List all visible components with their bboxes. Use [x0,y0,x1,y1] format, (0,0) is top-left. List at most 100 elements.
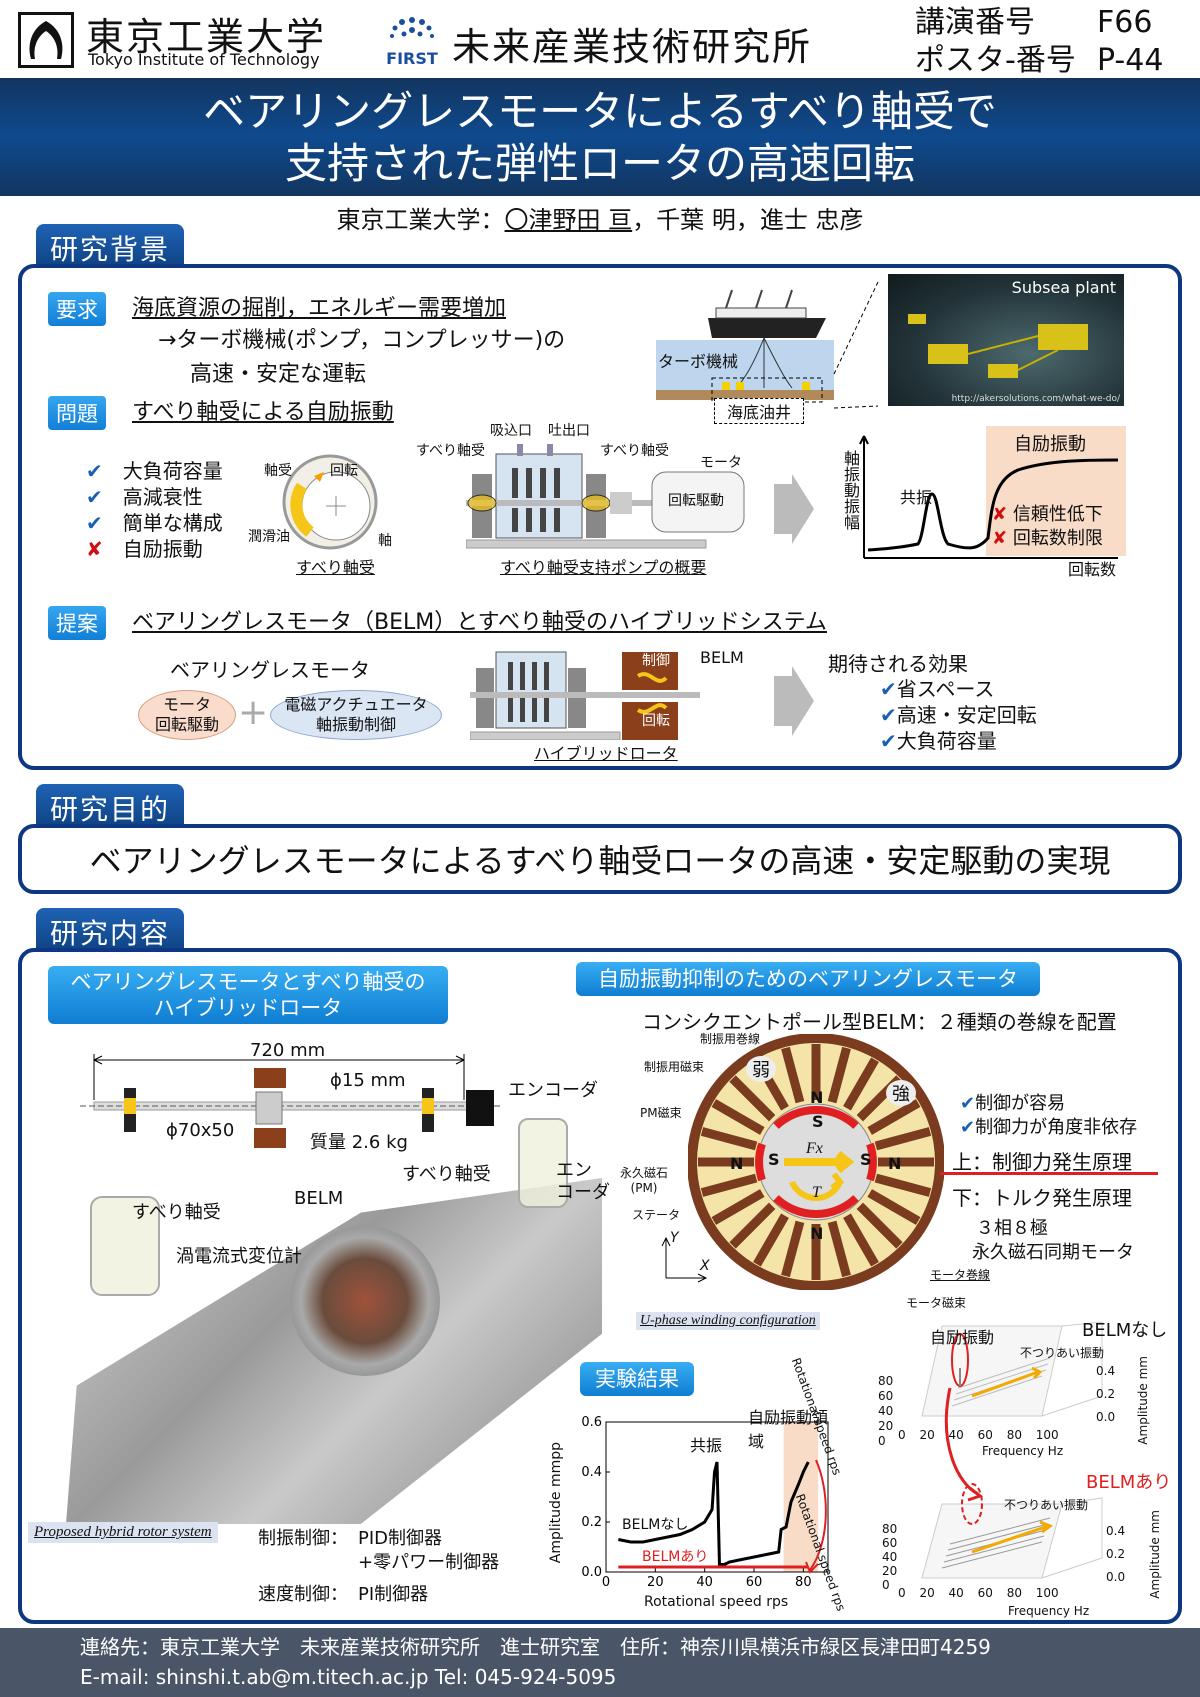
y-tick-label: 0.4 [581,1465,602,1480]
pole-s-top: S [812,1112,824,1131]
proposal-line: ベアリングレスモータ（BELM）とすべり軸受のハイブリッドシステム [132,610,827,635]
author-affiliation: 東京工業大学： [336,206,505,234]
effect-item: ✔省スペース [880,677,995,701]
effect-item: ✔高速・安定回転 [880,703,1037,727]
footer-line1: 連絡先：東京工業大学 未来産業技術研究所 進士研究室 住所：神奈川県横浜市緑区長… [80,1635,991,1659]
x-tick-label: 0 [602,1575,610,1590]
label-motor-winding: モータ巻線 [930,1268,991,1282]
label-drive: 回転駆動 [668,493,724,509]
stator-tooth [867,1099,921,1135]
stator-tooth [856,1202,903,1249]
divider-red-line [940,1172,1158,1175]
x-tick-label: 60 [746,1575,763,1590]
stator-diagram: 弱 強 N N S N N S S Fx T [687,1033,945,1291]
label-oil: 潤滑油 [248,529,290,545]
x-tick-label: 80 [795,1575,812,1590]
pole-n-left: N [730,1154,744,1173]
pole-n-right: N [888,1154,902,1173]
stator-tooth [781,1220,805,1278]
requirement-line1: 海底資源の掘削，エネルギー需要増加 [132,296,507,321]
lower-principle: 下：トルク発生原理 [952,1186,1132,1210]
lecture-label: 講演番号 [915,5,1035,40]
checklist: ✔ 大負荷容量 ✔ 高減衰性 ✔ 簡単な構成 ✘ 自励振動 [86,458,223,562]
ctrl1-val2: +零パワー制御器 [358,1552,500,1573]
authors: 東京工業大学：〇津野田 亘，千葉 明，進士 忠彦 [0,200,1200,235]
label-bearing-b: すべり軸受 [402,1164,491,1185]
photo-caption: Proposed hybrid rotor system [28,1522,218,1543]
lecture-number: F66 [1097,5,1153,40]
pole-s-left: S [768,1150,780,1169]
bearing-caption: すべり軸受 [296,558,375,577]
waterfall2-zlabel: Amplitude mm [1148,1510,1162,1599]
stator-tooth [827,1220,851,1278]
waterfall2-unbal: 不つりあい振動 [1004,1498,1089,1512]
plot-frame [605,1421,829,1573]
stator-tooth [753,1213,789,1267]
belm-point: ✔制御が容易 [960,1093,1066,1114]
torque-label: T [812,1184,821,1201]
label-pm-flux: PM磁束 [640,1106,682,1120]
header: 東京工業大学 Tokyo Institute of Technology FIR… [0,0,1200,78]
label-weak: 弱 [746,1056,776,1082]
first-logo: FIRST [382,10,442,70]
suppression-arrow [809,1459,827,1571]
zoom-lines [833,281,879,409]
oil-bottle-photo-2 [518,1118,568,1208]
pole-n-bottom: N [810,1224,824,1243]
y-tick-label: 0.2 [581,1515,602,1530]
title-banner: ベアリングレスモータによるすべり軸受で 支持された弾性ロータの高速回転 [0,78,1200,196]
label-bearing1: すべり軸受 [416,443,486,459]
ctrl2-label: 速度制御： [258,1584,348,1605]
requirement-line3: 高速・安定な運転 [190,362,367,387]
label-selfex-region: 自励振動領域 [748,1408,829,1451]
actuator-pill: 電磁アクチュエータ軸振動制御 [270,690,442,740]
ship-diagram [656,278,834,414]
label-pm: 永久磁石(PM) [620,1166,669,1195]
effect-list: ✔省スペース ✔高速・安定回転 ✔大負荷容量 [880,676,1037,754]
selfex-region-shade [783,1422,819,1572]
label-rotate: 回転 [642,713,670,729]
problem-line: すべり軸受による自励振動 [132,400,394,425]
check-item: ✔ 大負荷容量 [86,459,223,483]
tag-belm-design: 自励振動抑制のためのベアリングレスモータ [576,962,1040,996]
graph-selfex: 自励振動 [1014,434,1086,455]
stator-tooth [711,1099,765,1135]
arrow-right-icon [774,474,814,548]
motor-desc1: ３相８極 [976,1218,1048,1239]
graph-ylabel: 軸振動振幅 [841,450,860,530]
red-curved-arrow [945,1387,984,1502]
x-tick-label: 20 [647,1575,664,1590]
rotor-dimension-drawing: 720 mm ϕ15 mm ϕ70x50 質量 2.6 kg [80,1040,520,1153]
effect-item: ✔大負荷容量 [880,729,997,753]
journal-bearing-diagram: 軸受 回転 潤滑油 軸 [248,446,392,556]
university-logo [18,12,74,68]
waterfall1-title: BELMなし [1082,1320,1168,1341]
label-belm: BELM [700,648,744,667]
label-motor-flux: モータ磁束 [906,1296,967,1310]
subsea-label: Subsea plant [1011,278,1116,297]
poster-label: ポスタ-番号 [915,43,1076,78]
hybrid-caption: ハイブリッドロータ [534,744,678,763]
ctrl1-label: 制振制御： [258,1528,348,1549]
waterfall2-xticks: 0 20 40 60 80 100 [898,1586,1059,1600]
first-label: FIRST [386,49,438,68]
label-control: 制御 [642,653,670,669]
vibration-graph: 軸振動振幅 回転数 共振 自励振動 ✘ 信頼性低下 ✘ 回転数制限 [838,426,1128,579]
belm-points: ✔制御が容易 ✔制御力が角度非依存 [960,1092,1137,1140]
label-encoder2: エンコーダ [556,1160,610,1203]
rotor-mass: 質量 2.6 kg [310,1132,408,1153]
belm-title: ベアリングレスモータ [170,658,370,682]
stator-tooth [874,1127,932,1151]
label-bearing: 軸受 [264,463,292,479]
subsea-url: http://akersolutions.com/what-we-do/ [951,394,1120,404]
ship-label: ターボ機械 [658,352,739,371]
footer-line2: E-mail: shinshi.t.ab@m.titech.ac.jp Tel:… [80,1665,617,1689]
waterfall2-title: BELMあり [1086,1472,1172,1493]
requirement-line2: →ターボ機械(ポンプ，コンプレッサー)の [158,328,566,353]
pole-n-top: N [810,1088,824,1107]
suppression-arrowhead [805,1561,819,1574]
